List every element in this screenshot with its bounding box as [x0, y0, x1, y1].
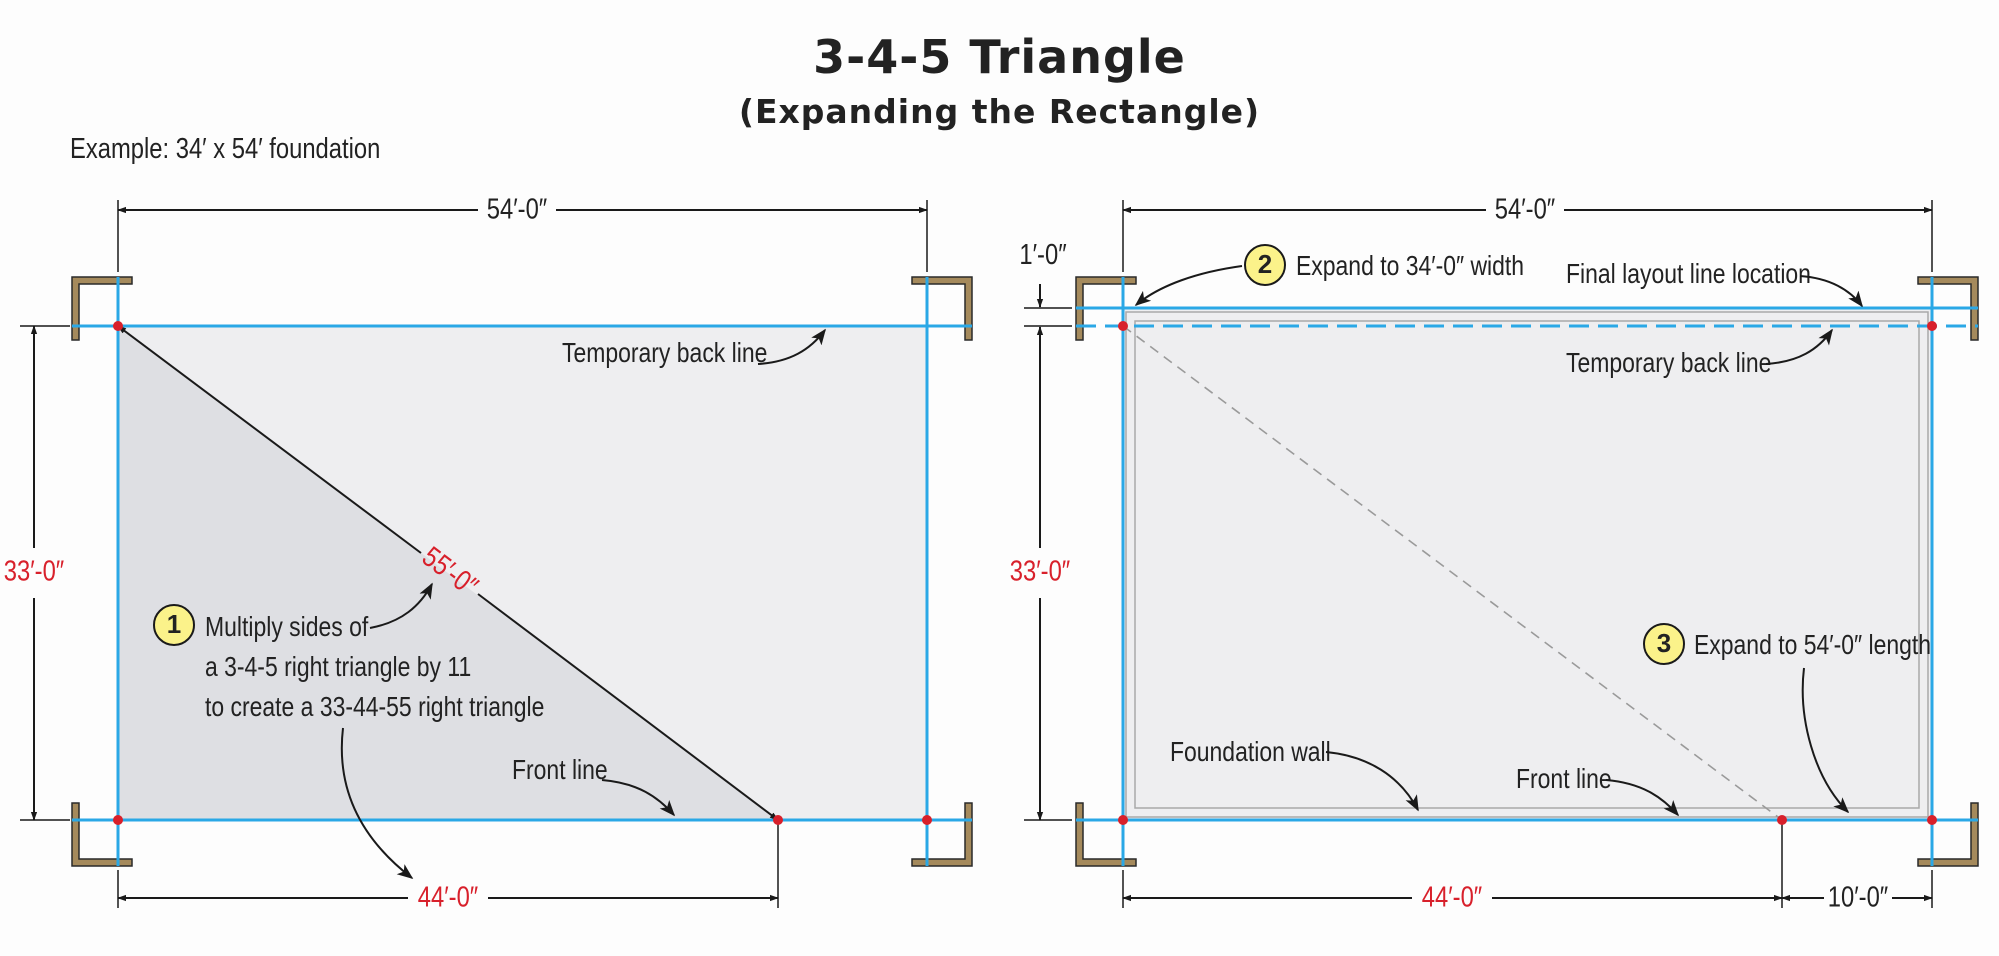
final-line-arrow	[1799, 275, 1863, 308]
extra-dim-label: 10′-0″	[1828, 880, 1888, 913]
stake-point-bottom-right-2	[1927, 815, 1937, 825]
stake-point-top-left-2	[1118, 321, 1128, 331]
callout-1-arrow-to-bottom	[340, 727, 414, 879]
callout-2-text: Expand to 34′-0″ width	[1296, 251, 1524, 282]
batter-board-top-right-2	[1917, 276, 1979, 341]
stake-point-bottom-left	[113, 815, 123, 825]
offset-dim-label: 1′-0″	[1019, 238, 1066, 271]
stake-point-top-right-2	[1927, 321, 1937, 331]
bottom-dim-label: 44′-0″	[418, 880, 478, 913]
stake-point-top-left	[113, 321, 123, 331]
batter-board-top-right	[911, 276, 973, 341]
callout-3-arrow	[1801, 667, 1850, 814]
front-line-label: Front line	[512, 755, 608, 786]
side-dim-label: 33′-0″	[4, 554, 64, 587]
callout-3-text: Expand to 54′-0″ length	[1694, 630, 1931, 661]
batter-board-bottom-left-2	[1075, 802, 1137, 867]
side-dim-label-2: 33′-0″	[1010, 554, 1070, 587]
stake-point-triangle-2	[1777, 815, 1787, 825]
callout-3-circle	[1643, 623, 1685, 665]
stake-point-bottom-right	[922, 815, 932, 825]
batter-board-bottom-right	[911, 802, 973, 867]
diagram-subtitle: (Expanding the Rectangle)	[738, 92, 1261, 131]
foundation-wall-arrow	[1325, 751, 1419, 812]
back-line-label-2: Temporary back line	[1566, 348, 1771, 379]
back-line-arrow	[757, 328, 826, 365]
callout-1-number: 1	[167, 609, 181, 639]
back-line-arrow-2	[1765, 328, 1833, 365]
foundation-wall-label: Foundation wall	[1170, 737, 1331, 768]
top-dim-label-2: 54′-0″	[1495, 192, 1555, 225]
diagonal-dashed-line	[1122, 325, 1783, 821]
callout-1-circle	[153, 604, 195, 646]
callout-2-circle	[1244, 244, 1286, 286]
batter-board-bottom-right-2	[1917, 802, 1979, 867]
callout-2-number: 2	[1258, 249, 1272, 279]
final-line-label: Final layout line location	[1566, 259, 1811, 290]
callout-1-arrow-to-diagonal	[369, 582, 433, 629]
diagram-title: 3-4-5 Triangle	[813, 30, 1186, 84]
foundation-wall-outer	[1125, 311, 1929, 818]
front-line-label-2: Front line	[1516, 764, 1612, 795]
diagonal-measure-line-b	[477, 593, 779, 821]
batter-board-top-left	[71, 276, 133, 341]
right-panel: 54′-0″ 1′-0″ 33′-0″ 44′-0″ 10′-0″	[1010, 192, 1979, 913]
callout-1-line-1: Multiply sides of	[205, 612, 369, 643]
bottom-dim-label-2: 44′-0″	[1422, 880, 1482, 913]
expanded-rectangle-shading	[1122, 308, 1932, 820]
back-line-label: Temporary back line	[562, 338, 767, 369]
callout-1-line-3: to create a 33-44-55 right triangle	[205, 692, 544, 723]
batter-board-bottom-left	[71, 802, 133, 867]
callout-2-arrow	[1134, 265, 1243, 307]
diagonal-measure-line-a	[117, 325, 422, 554]
foundation-wall-inner	[1134, 320, 1920, 809]
front-line-arrow	[601, 779, 676, 817]
callout-1-line-2: a 3-4-5 right triangle by 11	[205, 652, 471, 683]
batter-board-top-left-2	[1075, 276, 1137, 341]
left-panel: 55′-0″ 54′-0″ 33′-0″ 44′-0″ Temporary ba…	[4, 192, 973, 913]
top-dim-label: 54′-0″	[487, 192, 547, 225]
stake-point-bottom-left-2	[1118, 815, 1128, 825]
front-line-arrow-2	[1605, 779, 1680, 817]
stake-point-triangle	[773, 815, 783, 825]
example-note: Example: 34′ x 54′ foundation	[70, 133, 381, 165]
callout-3-number: 3	[1657, 628, 1671, 658]
